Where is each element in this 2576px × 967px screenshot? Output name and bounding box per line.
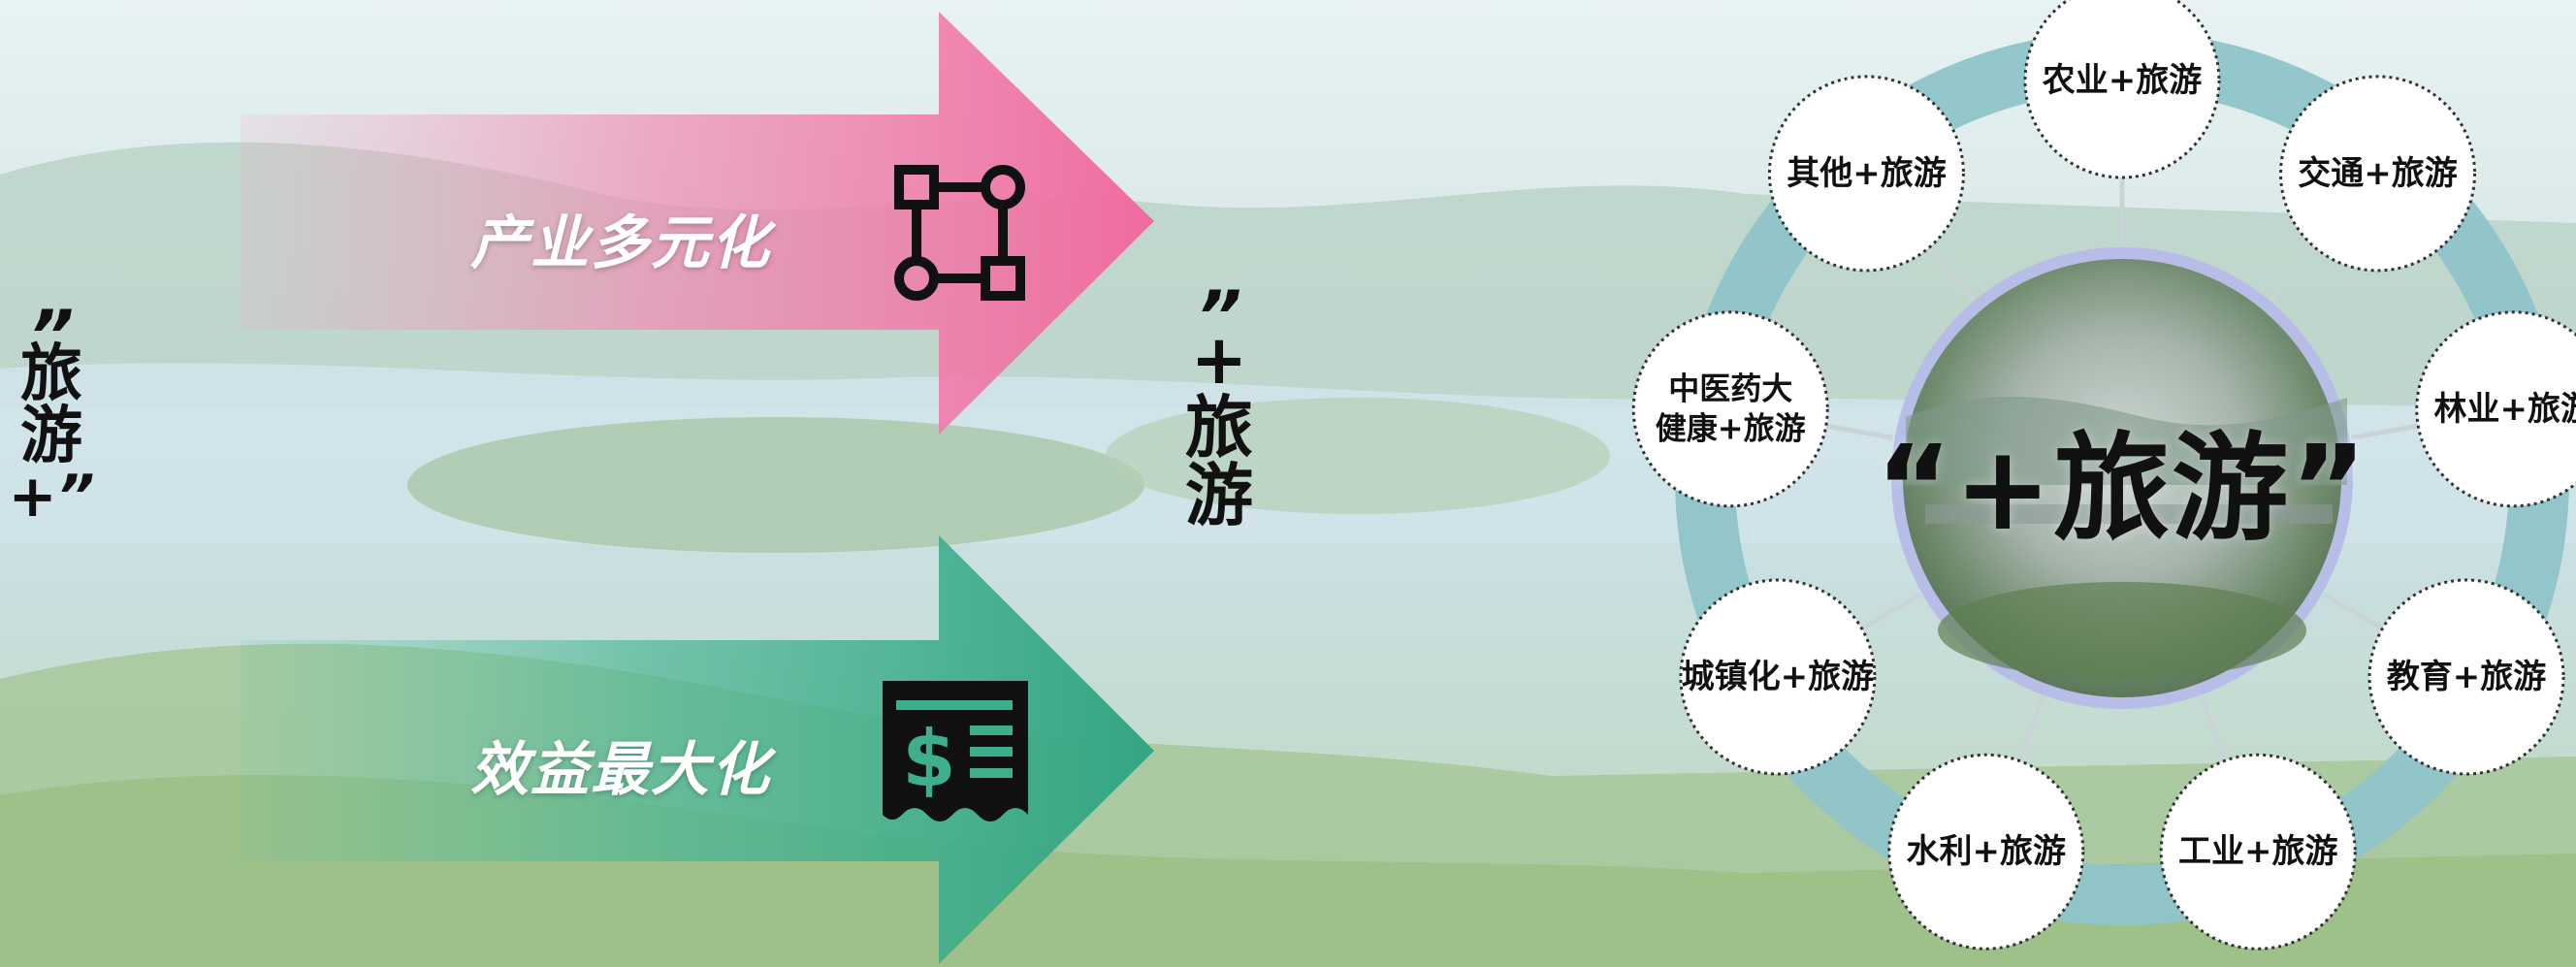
bubble-label: 城镇化+旅游: [1682, 656, 1875, 698]
bubble-label-line: 林业+旅游: [2433, 389, 2576, 429]
mid-char-1: 旅: [1185, 388, 1253, 467]
mid-char-2: 游: [1185, 456, 1253, 535]
bubble-circle: [2415, 310, 2576, 508]
dollar-receipt-icon: $: [883, 681, 1028, 822]
arrow-label-bottom: 效益最大化: [470, 736, 771, 804]
bubble-label: 其他+旅游: [1787, 152, 1947, 195]
workflow-nodes-icon: [894, 165, 1025, 301]
spoke-line: [2199, 695, 2228, 762]
bubble-circle: [1631, 310, 1829, 508]
bubble-label-line: 中医药大: [1668, 370, 1793, 407]
bubble-label-line: 农业+旅游: [2042, 60, 2203, 100]
bubble-label: 工业+旅游: [2178, 830, 2338, 873]
svg-text:$: $: [902, 714, 956, 804]
bubble-label-line: 其他+旅游: [1787, 153, 1947, 193]
bubble-label: 林业+旅游: [2434, 388, 2576, 431]
bubble-circle: [2279, 75, 2477, 273]
left-quote-open: ”: [28, 295, 75, 376]
bubbles: [1631, 0, 2576, 951]
spoke-line: [1926, 245, 1975, 302]
left-char-2: 游: [20, 401, 82, 472]
bubble-label: 水利+旅游: [1907, 830, 2067, 873]
bubble-label-line: 工业+旅游: [2177, 832, 2338, 872]
bubble-label-line: 健康+旅游: [1655, 409, 1806, 447]
center-title: “+旅游”: [1875, 422, 2369, 557]
spoke-line: [1825, 423, 1894, 440]
bubble-circle: [1679, 578, 1877, 776]
bubble-label: 农业+旅游: [2043, 59, 2203, 102]
bubble-circle: [2023, 0, 2221, 179]
spoke-line: [2270, 245, 2318, 302]
bubble-circle: [2159, 753, 2357, 951]
bubble-label-line: 教育+旅游: [2386, 657, 2547, 696]
arrow-label-top: 产业多元化: [470, 210, 771, 277]
bubble-label: 交通+旅游: [2298, 152, 2458, 195]
spoke-line: [2350, 423, 2419, 440]
left-quote-close: +”: [8, 463, 95, 531]
bubble-circle: [1767, 75, 1965, 273]
bubble-label: 中医药大健康+旅游: [1656, 369, 1806, 449]
bubble-circle: [2367, 578, 2565, 776]
spokes: [1825, 177, 2419, 762]
bubble-label-line: 交通+旅游: [2298, 153, 2458, 193]
spoke-line: [1860, 592, 1922, 631]
bubble-label-line: 水利+旅游: [1906, 832, 2067, 872]
bubble-circle: [1887, 753, 2085, 951]
bubble-label-line: 城镇化+旅游: [1681, 657, 1875, 696]
top-arrow: [241, 12, 1154, 435]
spoke-line: [2322, 592, 2384, 631]
mid-plus: +: [1190, 320, 1248, 400]
left-vertical-title: ” 旅 游 +”: [9, 295, 95, 526]
spoke-line: [2016, 695, 2045, 762]
bubble-label: 教育+旅游: [2387, 656, 2547, 698]
mid-vertical-title: ” + 旅 游: [1178, 281, 1260, 530]
bottom-arrow: [241, 535, 1154, 964]
left-char-1: 旅: [20, 338, 82, 410]
